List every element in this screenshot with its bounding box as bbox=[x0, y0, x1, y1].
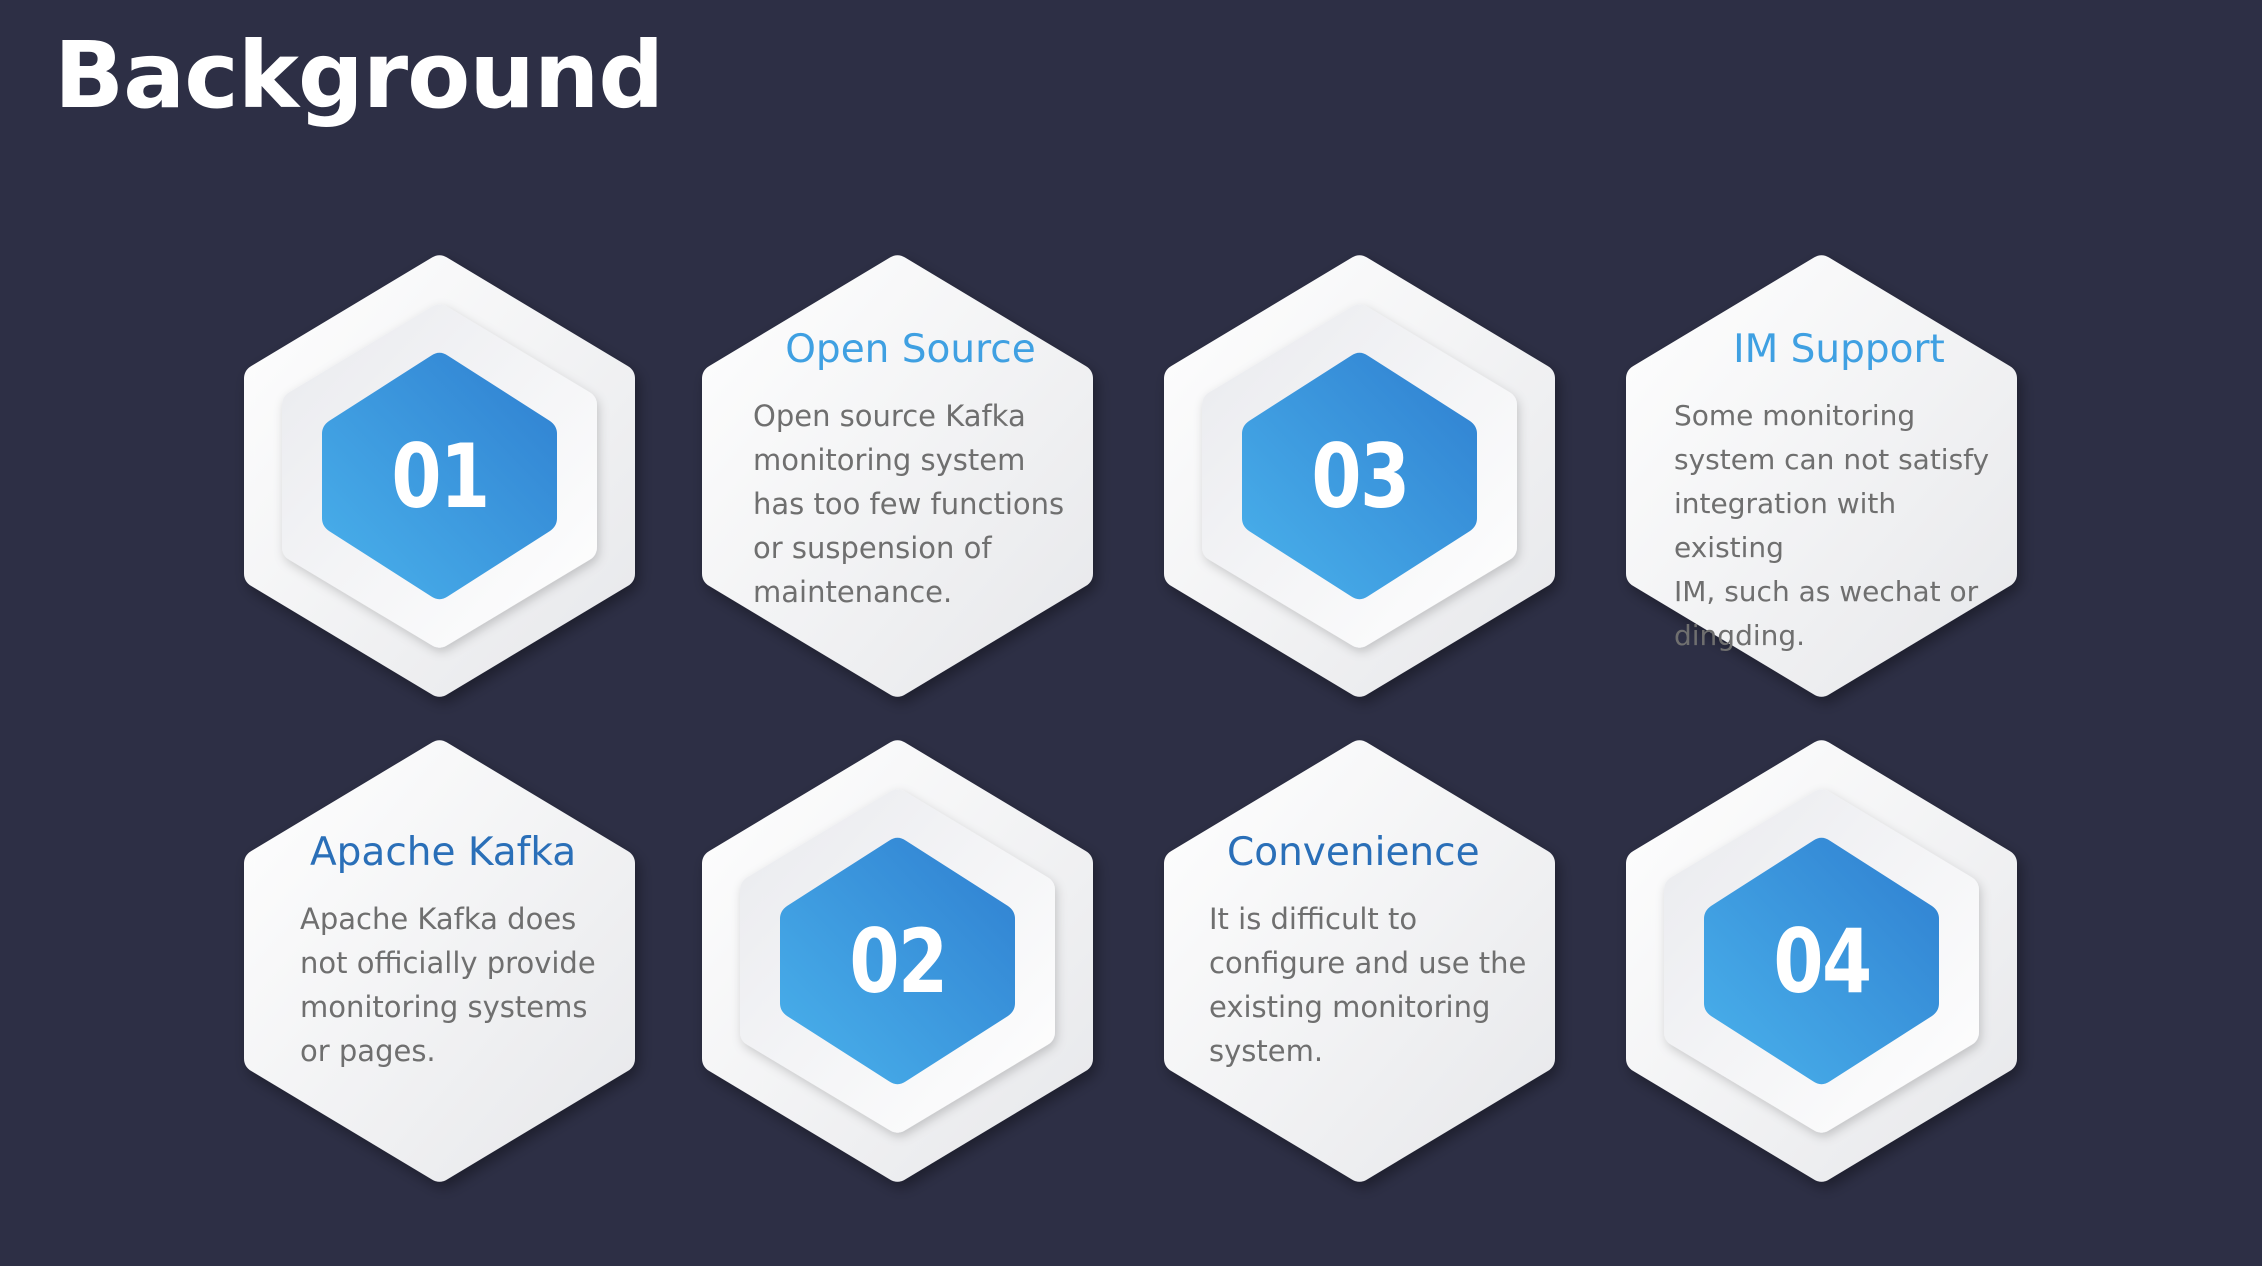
number-hexagon-04: 04 bbox=[1622, 738, 2022, 1184]
hexagon-shape bbox=[702, 740, 1093, 1182]
info-hexagon-apache-kafka: Apache Kafka Apache Kafka does not offic… bbox=[240, 738, 640, 1184]
hexagon-shape bbox=[1164, 740, 1555, 1182]
card-body: Open source Kafka monitoring system has … bbox=[753, 399, 1065, 609]
hexagon-shape bbox=[1164, 255, 1555, 697]
card-title: Convenience bbox=[1227, 830, 1480, 875]
card-title: Apache Kafka bbox=[310, 830, 577, 875]
info-hexagon-im-support: IM Support Some monitoring system can no… bbox=[1622, 253, 2022, 699]
card-body: Some monitoring system can not satisfy i… bbox=[1674, 399, 1990, 652]
number-hexagon-03: 03 bbox=[1160, 253, 1560, 699]
page-title: Background bbox=[54, 22, 664, 129]
number-label: 04 bbox=[1773, 909, 1872, 1013]
info-hexagon-convenience: Convenience It is difficult to configure… bbox=[1160, 738, 1560, 1184]
number-label: 02 bbox=[849, 909, 948, 1013]
card-body: Apache Kafka does not officially provide… bbox=[300, 902, 596, 1068]
hexagon-shape bbox=[244, 255, 635, 697]
number-hexagon-02: 02 bbox=[698, 738, 1098, 1184]
info-hexagon-open-source: Open Source Open source Kafka monitoring… bbox=[698, 253, 1098, 699]
card-body: It is difficult to configure and use the… bbox=[1209, 902, 1527, 1068]
hexagon-shape bbox=[244, 740, 635, 1182]
hexagon-shape bbox=[1626, 255, 2017, 697]
number-label: 01 bbox=[391, 424, 490, 528]
hexagon-shape bbox=[702, 255, 1093, 697]
card-title: Open Source bbox=[785, 327, 1036, 372]
hexagon-shape bbox=[1626, 740, 2017, 1182]
number-label: 03 bbox=[1311, 424, 1410, 528]
number-hexagon-01: 01 bbox=[240, 253, 640, 699]
card-title: IM Support bbox=[1733, 327, 1945, 372]
